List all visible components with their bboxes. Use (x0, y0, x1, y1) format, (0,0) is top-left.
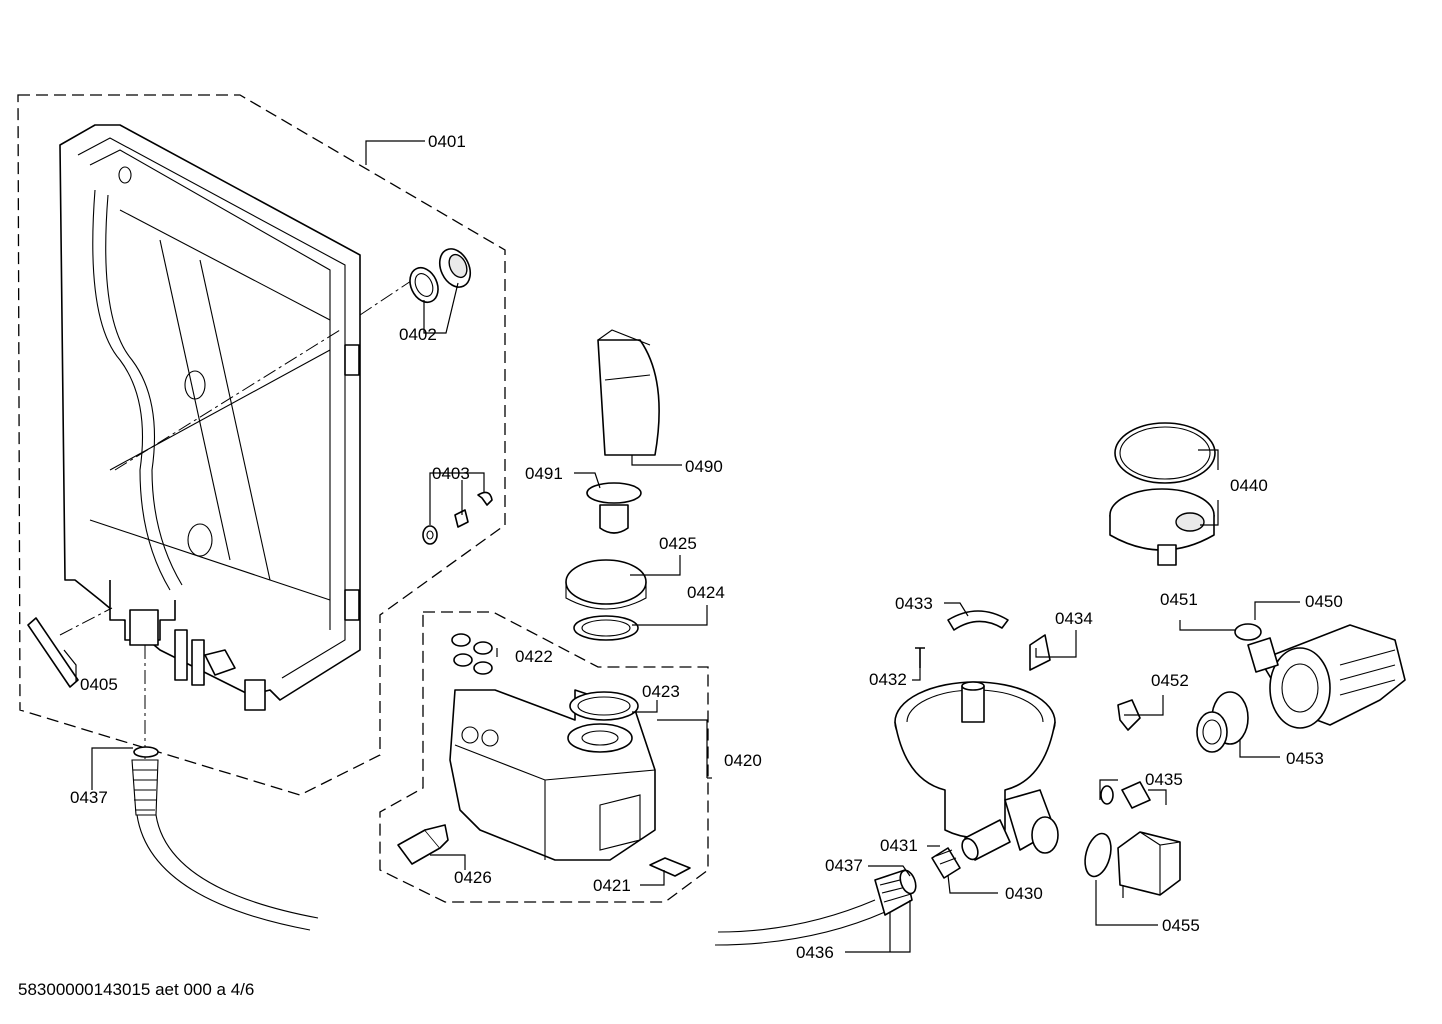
label-0437-right: 0437 (825, 856, 863, 875)
part-0453-adapter (1196, 691, 1249, 753)
part-0422-seals (451, 633, 493, 675)
part-0451-clamp (1234, 623, 1262, 641)
label-0440: 0440 (1230, 476, 1268, 495)
label-0450: 0450 (1305, 592, 1343, 611)
part-0402-seal-ring (409, 248, 472, 304)
label-0452: 0452 (1151, 671, 1189, 690)
label-0402: 0402 (399, 325, 437, 344)
part-0401-sump-frame (59, 124, 421, 760)
label-0490: 0490 (685, 457, 723, 476)
document-reference: 58300000143015 aet 000 a 4/6 (18, 980, 255, 999)
group-0401-outline (17, 94, 506, 796)
part-0431-check-valve (931, 847, 961, 879)
label-0421: 0421 (593, 876, 631, 895)
part-0432-screw (915, 647, 925, 668)
label-0436: 0436 (796, 943, 834, 962)
label-0405: 0405 (80, 675, 118, 694)
part-0440-cover (1109, 422, 1216, 566)
part-0435-sensor (1100, 781, 1151, 809)
part-0437-hose-left (131, 746, 319, 931)
part-0491-cap (586, 482, 642, 534)
label-0491: 0491 (525, 464, 563, 483)
part-0433-clamp (947, 610, 1009, 631)
part-0420-softener (449, 689, 656, 861)
label-0420: 0420 (724, 751, 762, 770)
leader-lines (63, 140, 1300, 953)
part-0434-latch (1029, 634, 1051, 671)
label-0425: 0425 (659, 534, 697, 553)
label-0422: 0422 (515, 647, 553, 666)
label-0431: 0431 (880, 836, 918, 855)
part-0455-drain-pump (1084, 831, 1181, 896)
part-0421-clip (649, 857, 691, 877)
label-0423: 0423 (642, 682, 680, 701)
label-0430: 0430 (1005, 884, 1043, 903)
label-0426: 0426 (454, 868, 492, 887)
part-0403-fittings (422, 491, 493, 545)
group-0420-outline (379, 611, 709, 903)
part-0423-gasket (569, 691, 639, 721)
label-0432: 0432 (869, 670, 907, 689)
label-0455: 0455 (1162, 916, 1200, 935)
label-0433: 0433 (895, 594, 933, 613)
label-0434: 0434 (1055, 609, 1093, 628)
part-0430-pump-pot (894, 681, 1059, 861)
part-0450-pump-motor (1247, 624, 1406, 729)
label-0437-left: 0437 (70, 788, 108, 807)
part-0426-valve (397, 824, 449, 865)
part-0425-lid (565, 559, 647, 610)
part-0424-ring (573, 615, 639, 641)
label-0424: 0424 (687, 583, 725, 602)
label-0401: 0401 (428, 132, 466, 151)
part-0405-clip (27, 617, 79, 688)
label-0403: 0403 (432, 464, 470, 483)
label-0435: 0435 (1145, 770, 1183, 789)
label-0451: 0451 (1160, 590, 1198, 609)
part-0490-funnel (597, 329, 660, 456)
label-0453: 0453 (1286, 749, 1324, 768)
part-0436-hose-right (714, 869, 917, 946)
